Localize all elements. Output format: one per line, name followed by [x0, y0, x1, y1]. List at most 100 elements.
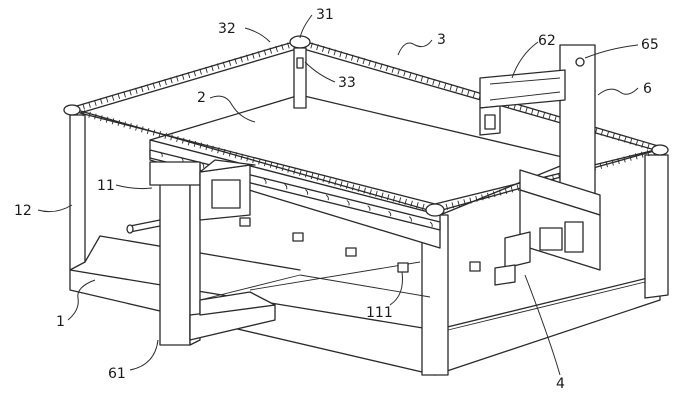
- chain-tooth: [228, 150, 232, 157]
- drive-gearbox: [494, 264, 516, 286]
- chain-tooth: [129, 123, 132, 130]
- chain-tooth: [445, 203, 449, 210]
- chain-tooth: [111, 118, 115, 125]
- chain-tooth: [457, 200, 460, 207]
- chain-tooth: [187, 72, 191, 79]
- leader-4: [524, 274, 561, 376]
- chain-tooth: [321, 45, 325, 52]
- chain-tooth: [363, 187, 366, 194]
- chain-tooth: [199, 68, 202, 75]
- base-floor-line-2: [299, 274, 431, 298]
- slot: [292, 232, 304, 242]
- arm-62: [479, 69, 566, 109]
- chain-tooth: [105, 96, 109, 103]
- chain-tooth: [617, 158, 620, 165]
- chain-tooth: [404, 198, 407, 205]
- slot: [239, 217, 251, 227]
- chain-tooth: [217, 147, 220, 154]
- chain-tooth: [240, 153, 244, 160]
- shaft-rod: [129, 219, 161, 227]
- base-right-inner-line: [447, 281, 646, 331]
- chain-tooth: [397, 68, 401, 75]
- chain-tooth: [293, 168, 296, 175]
- chain-tooth: [158, 131, 162, 138]
- chain-tooth: [205, 66, 208, 73]
- corner-sprocket-right: [651, 144, 669, 156]
- vertical-post-33: [293, 47, 307, 109]
- leader-12: [37, 204, 73, 213]
- leader-62: [511, 41, 539, 79]
- chain-tooth: [140, 86, 144, 93]
- chain-tooth: [146, 84, 150, 91]
- drive-unit: [494, 221, 584, 286]
- chain-tooth: [141, 126, 144, 133]
- chain-tooth: [275, 45, 278, 52]
- chain-tooth: [176, 135, 179, 143]
- chain-tooth: [392, 195, 396, 202]
- label-65: 65: [641, 37, 659, 53]
- clamp-block: [149, 159, 256, 221]
- chain-tooth: [234, 58, 237, 65]
- chain-tooth: [234, 152, 238, 159]
- chain-tooth: [350, 54, 354, 61]
- label-11: 11: [97, 178, 115, 194]
- chain-tooth: [612, 133, 615, 140]
- chain-tooth: [422, 203, 425, 210]
- chain-tooth: [375, 190, 378, 197]
- chain-tooth: [554, 115, 557, 122]
- chain-tooth: [403, 70, 406, 77]
- chain-tooth: [246, 155, 249, 162]
- chain-tooth: [99, 98, 103, 105]
- drive-motor: [504, 231, 531, 269]
- label-33: 33: [338, 75, 356, 91]
- chain-tooth: [135, 87, 138, 94]
- chain-tooth: [385, 65, 389, 72]
- rail-mark: [346, 200, 350, 206]
- chain-tooth: [287, 42, 290, 49]
- chain-tooth: [88, 101, 91, 108]
- chain-tooth: [481, 194, 484, 201]
- chain-tooth: [369, 189, 372, 196]
- chain-tooth: [449, 84, 453, 91]
- chain-tooth: [123, 121, 126, 128]
- chain-tooth: [299, 169, 302, 176]
- chain-tooth: [105, 116, 109, 123]
- chain-tooth: [340, 181, 343, 188]
- chain-tooth: [328, 177, 331, 185]
- chain-tooth: [252, 156, 255, 164]
- chain-tooth: [351, 184, 355, 191]
- chain-tooth: [94, 113, 97, 120]
- chain-tooth: [135, 124, 138, 131]
- clamp-block-front: [149, 161, 201, 186]
- chain-tooth: [525, 106, 528, 113]
- chain-tooth: [281, 44, 284, 51]
- chain-tooth: [345, 182, 349, 189]
- chain-tooth: [334, 179, 337, 186]
- chain-tooth: [606, 131, 610, 138]
- chain-tooth: [432, 79, 435, 86]
- slot: [397, 262, 409, 273]
- chain-tooth: [530, 108, 534, 115]
- right-rear-leg: [644, 154, 669, 299]
- chain-tooth: [605, 161, 608, 168]
- chain-tooth: [333, 49, 337, 56]
- chain-tooth: [426, 77, 430, 84]
- post-bracket: [296, 57, 304, 69]
- chain-tooth: [199, 142, 203, 149]
- chain-tooth: [181, 137, 185, 144]
- rail-mark: [305, 189, 309, 195]
- label-111: 111: [366, 305, 393, 321]
- chain-tooth: [647, 143, 650, 150]
- chain-tooth: [187, 139, 191, 146]
- chain-tooth: [170, 134, 173, 141]
- chain-tooth: [623, 136, 627, 143]
- chain-tooth: [310, 173, 314, 180]
- chain-tooth: [469, 197, 472, 204]
- leader-6: [597, 87, 639, 96]
- chain-tooth: [357, 185, 361, 193]
- chain-tooth: [381, 192, 384, 199]
- chain-tooth: [635, 140, 639, 147]
- chain-tooth: [322, 176, 326, 183]
- leader-11: [115, 184, 153, 190]
